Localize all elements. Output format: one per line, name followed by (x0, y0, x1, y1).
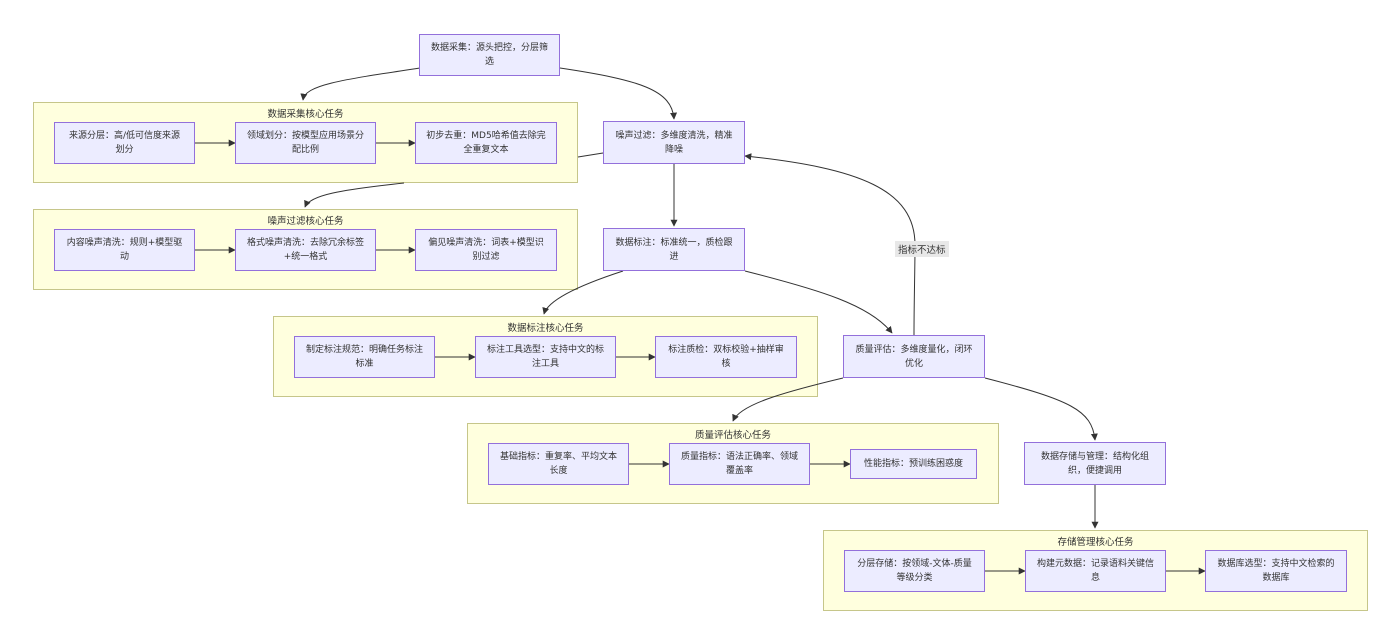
node-noise-task-2[interactable]: 格式噪声清洗：去除冗余标签+统一格式 (235, 229, 376, 271)
node-noise-filter[interactable]: 噪声过滤：多维度清洗，精准降噪 (603, 121, 745, 164)
node-quality-task-1[interactable]: 基础指标：重复率、平均文本长度 (488, 443, 629, 485)
cluster-noise-title: 噪声过滤核心任务 (267, 216, 344, 227)
node-noise-task-1[interactable]: 内容噪声清洗：规则+模型驱动 (54, 229, 195, 271)
node-label-task-2[interactable]: 标注工具选型：支持中文的标注工具 (475, 336, 616, 378)
cluster-collect-title: 数据采集核心任务 (267, 109, 344, 120)
node-collect-task-2[interactable]: 领域划分：按模型应用场景分配比例 (235, 122, 376, 164)
edge-label-to-quality (744, 270, 893, 334)
edge-label-feedback: 指标不达标 (895, 241, 949, 257)
edge-noise-to-cluster (577, 152, 604, 158)
cluster-storage-title: 存储管理核心任务 (1057, 537, 1134, 548)
node-quality-task-2[interactable]: 质量指标：语法正确率、领域覆盖率 (669, 443, 810, 485)
edge-quality-to-storage (984, 377, 1098, 441)
node-data-collection[interactable]: 数据采集：源头把控，分层筛选 (419, 34, 560, 76)
cluster-quality-title: 质量评估核心任务 (694, 430, 771, 441)
edge-quality-feedback (744, 153, 916, 336)
node-quality-eval[interactable]: 质量评估：多维度量化，闭环优化 (843, 335, 985, 378)
edge-collect-to-noise (559, 67, 678, 120)
node-storage-task-3[interactable]: 数据库选型：支持中文检索的数据库 (1205, 550, 1347, 592)
node-storage-task-1[interactable]: 分层存储：按领域-文体-质量等级分类 (844, 550, 985, 592)
edge-label-to-cluster (542, 270, 624, 315)
node-label-task-3[interactable]: 标注质检：双标校验+抽样审核 (655, 336, 797, 378)
node-storage-task-2[interactable]: 构建元数据：记录语料关键信息 (1025, 550, 1166, 592)
node-collect-task-3[interactable]: 初步去重：MD5哈希值去除完全重复文本 (415, 122, 557, 164)
node-noise-task-3[interactable]: 偏见噪声清洗：词表+模型识别过滤 (415, 229, 557, 271)
edge-collect-to-cluster (300, 67, 421, 101)
node-data-labeling[interactable]: 数据标注：标准统一，质检跟进 (603, 228, 745, 271)
node-data-storage[interactable]: 数据存储与管理：结构化组织，便捷调用 (1024, 442, 1166, 485)
edge-quality-to-cluster (732, 377, 844, 422)
node-quality-task-3[interactable]: 性能指标：预训练困惑度 (850, 449, 977, 479)
node-collect-task-1[interactable]: 来源分层：高/低可信度来源划分 (54, 122, 195, 164)
edge-noise-cluster-link (304, 182, 405, 208)
node-label-task-1[interactable]: 制定标注规范：明确任务标注标准 (294, 336, 435, 378)
cluster-label-title: 数据标注核心任务 (507, 323, 584, 334)
